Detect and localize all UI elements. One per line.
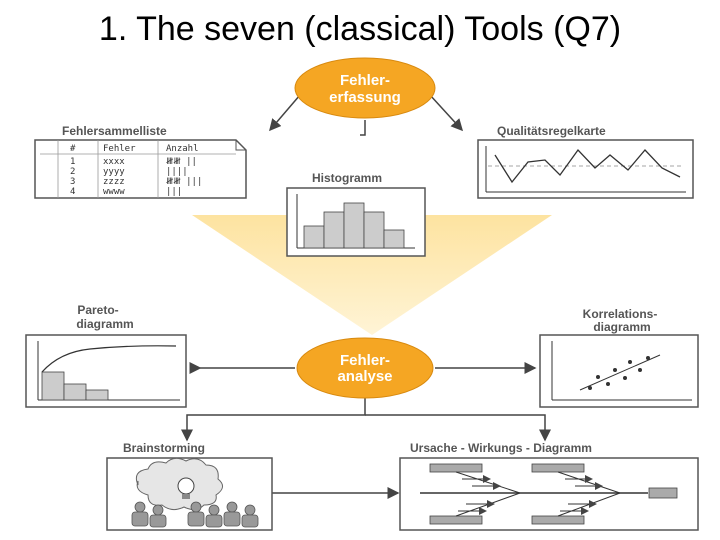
svg-text:𝍸𝍸 |||: 𝍸𝍸 |||	[166, 177, 202, 187]
svg-text:2: 2	[70, 167, 75, 177]
fishbone-cause-box	[531, 463, 585, 473]
top-oval-line1: Fehler-	[340, 72, 390, 89]
tally-row: 4 wwww |||	[70, 187, 182, 197]
pareto-bar	[85, 389, 109, 401]
scatter-point	[613, 368, 617, 372]
label-korrelation-line2: diagramm	[593, 320, 650, 334]
fishbone-cause-box	[429, 515, 483, 525]
scatter-point	[588, 386, 592, 390]
label-korrelation-line1: Korrelations-	[583, 307, 658, 321]
tool-qualitaetsregelkarte: Qualitätsregelkarte	[477, 124, 694, 199]
svg-text:|||: |||	[166, 187, 182, 197]
tool-brainstorming: Brainstorming	[106, 441, 273, 531]
tool-paretodiagramm: Pareto- diagramm	[25, 303, 187, 408]
fishbone-cause-box	[429, 463, 483, 473]
pareto-cumulative-curve	[41, 345, 177, 373]
tool-ursache-wirkungs-diagramm: Ursache - Wirkungs - Diagramm	[399, 441, 699, 531]
tally-header-anzahl: Anzahl	[166, 144, 199, 154]
label-brainstorming: Brainstorming	[123, 441, 205, 455]
svg-text:wwww: wwww	[103, 187, 125, 197]
funnel-shape	[192, 215, 552, 335]
scatter-point	[646, 356, 650, 360]
scatter-point	[638, 368, 642, 372]
label-ursache-wirkung: Ursache - Wirkungs - Diagramm	[410, 441, 592, 455]
tool-korrelationsdiagramm: Korrelations- diagramm	[539, 307, 699, 408]
label-qualitaetsregelkarte: Qualitätsregelkarte	[497, 124, 606, 138]
svg-text:4: 4	[70, 187, 75, 197]
histogram-bar	[363, 211, 385, 249]
svg-text:xxxx: xxxx	[103, 157, 125, 167]
center-oval-line2: analyse	[337, 368, 392, 385]
scatter-point	[606, 382, 610, 386]
histogram-bar	[323, 211, 345, 249]
tally-header-num: #	[70, 144, 76, 154]
svg-text:zzzz: zzzz	[103, 177, 125, 187]
control-chart-line	[494, 148, 681, 184]
fishbone-effect-box	[648, 487, 678, 499]
tally-row: 2 yyyy ||||	[70, 167, 188, 177]
center-oval-fehleranalyse: Fehler- analyse	[296, 337, 434, 399]
fishbone-bones	[455, 471, 621, 517]
label-pareto-line1: Pareto-	[77, 303, 118, 317]
histogram-bar	[343, 202, 365, 249]
regression-line	[579, 354, 661, 391]
svg-text:yyyy: yyyy	[103, 167, 125, 177]
tally-row: 3 zzzz 𝍸𝍸 |||	[70, 177, 202, 187]
top-oval-fehlererfassung: Fehler- erfassung	[294, 57, 436, 119]
label-histogramm: Histogramm	[312, 171, 382, 185]
fishbone-cause-box	[531, 515, 585, 525]
lightbulb-icon	[177, 477, 195, 495]
scatter-point	[596, 375, 600, 379]
top-oval-line2: erfassung	[329, 89, 401, 106]
scatter-point	[628, 360, 632, 364]
label-fehlersammelliste: Fehlersammelliste	[62, 124, 167, 138]
tool-histogramm: Histogramm	[286, 171, 426, 257]
connector-arrows	[181, 94, 551, 499]
tool-fehlersammelliste: Fehlersammelliste # Fehler Anzahl 1 xxxx…	[34, 124, 247, 199]
histogram-bar	[303, 225, 325, 249]
center-oval-line1: Fehler-	[340, 352, 390, 369]
scatter-point	[623, 376, 627, 380]
slide-title: 1. The seven (classical) Tools (Q7)	[98, 10, 622, 48]
svg-text:𝍸𝍸 ||: 𝍸𝍸 ||	[166, 157, 197, 167]
svg-text:1: 1	[70, 157, 75, 167]
pareto-bar	[41, 371, 65, 401]
people-group	[131, 501, 259, 528]
histogram-bar	[383, 229, 405, 249]
svg-text:||||: ||||	[166, 167, 188, 177]
label-pareto-line2: diagramm	[76, 317, 133, 331]
tally-sheet-panel	[34, 139, 247, 199]
svg-text:3: 3	[70, 177, 75, 187]
tally-row: 1 xxxx 𝍸𝍸 ||	[70, 157, 197, 167]
pareto-bar	[63, 383, 87, 401]
tally-header-fehler: Fehler	[103, 144, 136, 154]
